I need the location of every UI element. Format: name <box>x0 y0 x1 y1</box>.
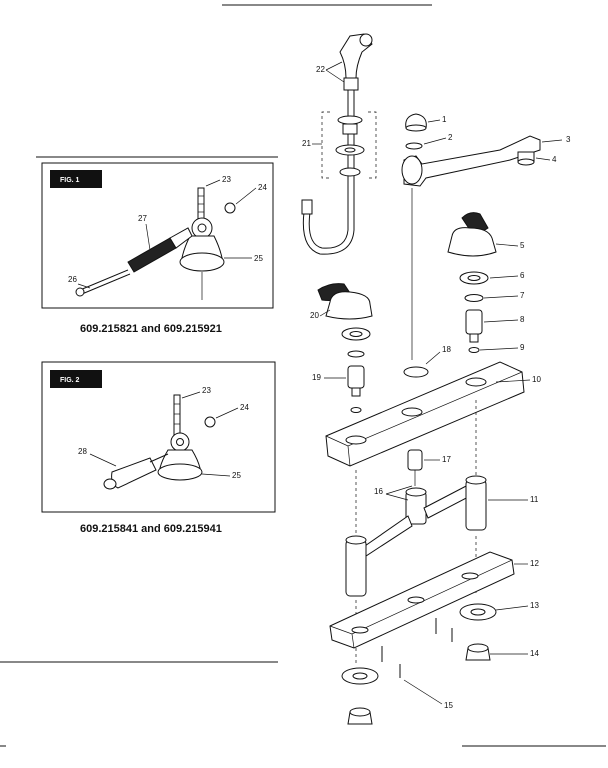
callout-23: 23 <box>222 175 231 184</box>
callout-22: 22 <box>316 65 325 74</box>
callout-8: 8 <box>520 315 525 324</box>
figure-1-label: FIG. 1 <box>60 177 80 184</box>
callout-15: 15 <box>444 701 453 710</box>
main-assembly <box>301 33 541 725</box>
figure-1-box: FIG. 1 23 24 27 25 26 <box>36 156 278 309</box>
callout-24: 24 <box>258 183 267 192</box>
callout-9: 9 <box>520 343 525 352</box>
callout-25b: 25 <box>232 471 241 480</box>
callout-28: 28 <box>78 447 87 456</box>
callout-7: 7 <box>520 291 525 300</box>
callout-16: 16 <box>374 487 383 496</box>
callout-3: 3 <box>566 135 571 144</box>
callout-26: 26 <box>68 275 77 284</box>
callout-24b: 24 <box>240 403 249 412</box>
figure-2-box: FIG. 2 23 24 28 25 <box>41 361 276 513</box>
callout-19: 19 <box>312 373 321 382</box>
callout-1: 1 <box>442 115 447 124</box>
callout-27: 27 <box>138 214 147 223</box>
figure-2-label: FIG. 2 <box>60 377 80 384</box>
callout-20: 20 <box>310 311 319 320</box>
main-callouts: 22 21 1 2 3 4 5 6 7 20 8 18 9 19 10 17 1… <box>302 61 571 710</box>
callout-12: 12 <box>530 559 539 568</box>
callout-10: 10 <box>532 375 541 384</box>
callout-4: 4 <box>552 155 557 164</box>
callout-11: 11 <box>530 495 539 504</box>
callout-17: 17 <box>442 455 451 464</box>
callout-5: 5 <box>520 241 525 250</box>
figure-2-caption: 609.215841 and 609.215941 <box>80 523 222 535</box>
callout-14: 14 <box>530 649 539 658</box>
callout-23b: 23 <box>202 386 211 395</box>
callout-25: 25 <box>254 254 263 263</box>
callout-6: 6 <box>520 271 525 280</box>
callout-21: 21 <box>302 139 311 148</box>
callout-13: 13 <box>530 601 539 610</box>
callout-18: 18 <box>442 345 451 354</box>
callout-2: 2 <box>448 133 453 142</box>
figure-1-caption: 609.215821 and 609.215921 <box>80 323 222 335</box>
